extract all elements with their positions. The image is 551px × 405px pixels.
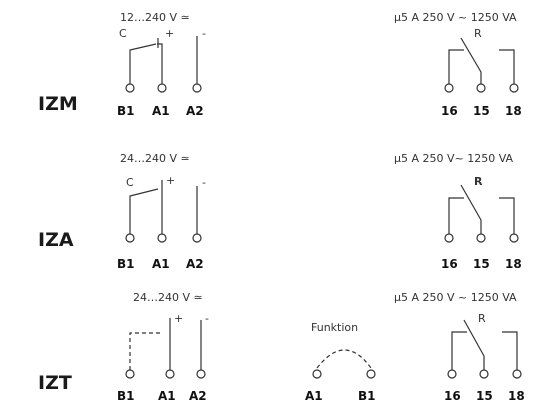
iza-label-16: 16: [441, 257, 458, 271]
iza-contact-rating: μ5 A 250 V~ 1250 VA: [394, 152, 514, 165]
izm-label-minus: -: [202, 27, 206, 40]
izt-funktion-arc: [316, 349, 372, 369]
iza-label-a2: A2: [186, 257, 204, 271]
izm-label-b1: B1: [117, 104, 135, 118]
izm-label-a1: A1: [152, 104, 170, 118]
izm-label-r: R: [474, 27, 482, 40]
izt-label-minus: -: [205, 312, 209, 325]
izt-funktion-label-b1: B1: [358, 389, 376, 403]
izm-terminal-a1: [157, 83, 167, 93]
iza-label-15: 15: [473, 257, 490, 271]
izt-funktion-label: Funktion: [311, 321, 358, 334]
izt-label-18: 18: [508, 389, 525, 403]
iza-supply-voltage: 24…240 V ≃: [120, 152, 190, 165]
izt-terminal-16: [447, 369, 457, 379]
izt-terminal-a1: [165, 369, 175, 379]
izt-contact-18: [502, 331, 518, 370]
izt-funktion-terminal-b1: [366, 369, 376, 379]
iza-contact-18: [499, 197, 515, 234]
izm-section: IZM 12…240 V ≃ C + - B1 A1 A2 μ5 A 250 V…: [38, 11, 522, 118]
izm-label-18: 18: [505, 104, 522, 118]
iza-terminal-18: [509, 233, 519, 243]
iza-section: IZA 24…240 V ≃ C + - B1 A1 A2 μ5 A 250 V…: [38, 152, 522, 271]
izt-label-15: 15: [476, 389, 493, 403]
izt-supply-voltage: 24…240 V ≃: [133, 291, 203, 304]
izm-label-a2: A2: [186, 104, 204, 118]
iza-label-c: C: [126, 176, 134, 189]
iza-label-minus: -: [202, 176, 206, 189]
izm-contact-15: [460, 37, 482, 84]
izt-contact-16: [451, 331, 467, 370]
izm-label-plus: +: [165, 27, 174, 40]
izt-terminal-15: [479, 369, 489, 379]
izt-contact-15: [463, 319, 485, 370]
izm-label-15: 15: [473, 104, 490, 118]
izm-contact-18: [499, 49, 515, 84]
iza-label-a1: A1: [152, 257, 170, 271]
izt-terminal-b1: [125, 369, 135, 379]
iza-contact-16: [448, 197, 464, 234]
izm-terminal-a2: [192, 83, 202, 93]
iza-terminal-a2: [192, 233, 202, 243]
izm-supply-voltage: 12…240 V ≃: [120, 11, 190, 24]
izm-c-switch: [129, 43, 157, 84]
iza-terminal-b1: [125, 233, 135, 243]
iza-c-switch: [129, 188, 159, 234]
iza-label-b1: B1: [117, 257, 135, 271]
iza-label-18: 18: [505, 257, 522, 271]
izt-funktion-label-a1: A1: [305, 389, 323, 403]
izt-funktion-terminal-a1: [312, 369, 322, 379]
izt-terminal-a2: [196, 369, 206, 379]
izm-label-16: 16: [441, 104, 458, 118]
izt-label-r: R: [478, 312, 486, 325]
izt-terminal-18: [512, 369, 522, 379]
izt-label-b1: B1: [117, 389, 135, 403]
izm-contact-16: [448, 49, 464, 84]
iza-terminal-16: [444, 233, 454, 243]
izt-dashed-link: [129, 332, 162, 370]
izm-device-name: IZM: [38, 93, 78, 115]
izm-terminal-15: [476, 83, 486, 93]
iza-label-r: R: [474, 175, 483, 188]
iza-device-name: IZA: [38, 229, 74, 251]
iza-terminal-a1: [157, 233, 167, 243]
izm-contact-rating: μ5 A 250 V ~ 1250 VA: [394, 11, 517, 24]
izt-label-16: 16: [444, 389, 461, 403]
izt-label-a1: A1: [158, 389, 176, 403]
iza-contact-15: [460, 184, 482, 234]
izt-contact-rating: μ5 A 250 V ~ 1250 VA: [394, 291, 517, 304]
izm-label-c: C: [119, 27, 127, 40]
izm-terminal-18: [509, 83, 519, 93]
izt-device-name: IZT: [38, 372, 72, 394]
iza-terminal-15: [476, 233, 486, 243]
izt-label-plus: +: [174, 312, 183, 325]
izt-label-a2: A2: [189, 389, 207, 403]
izt-section: IZT 24…240 V ≃ + - B1 A1 A2 Funktion A1 …: [38, 291, 525, 403]
izm-terminal-16: [444, 83, 454, 93]
izm-a1-wire: [157, 43, 163, 84]
iza-label-plus: +: [166, 174, 175, 187]
izm-terminal-b1: [125, 83, 135, 93]
